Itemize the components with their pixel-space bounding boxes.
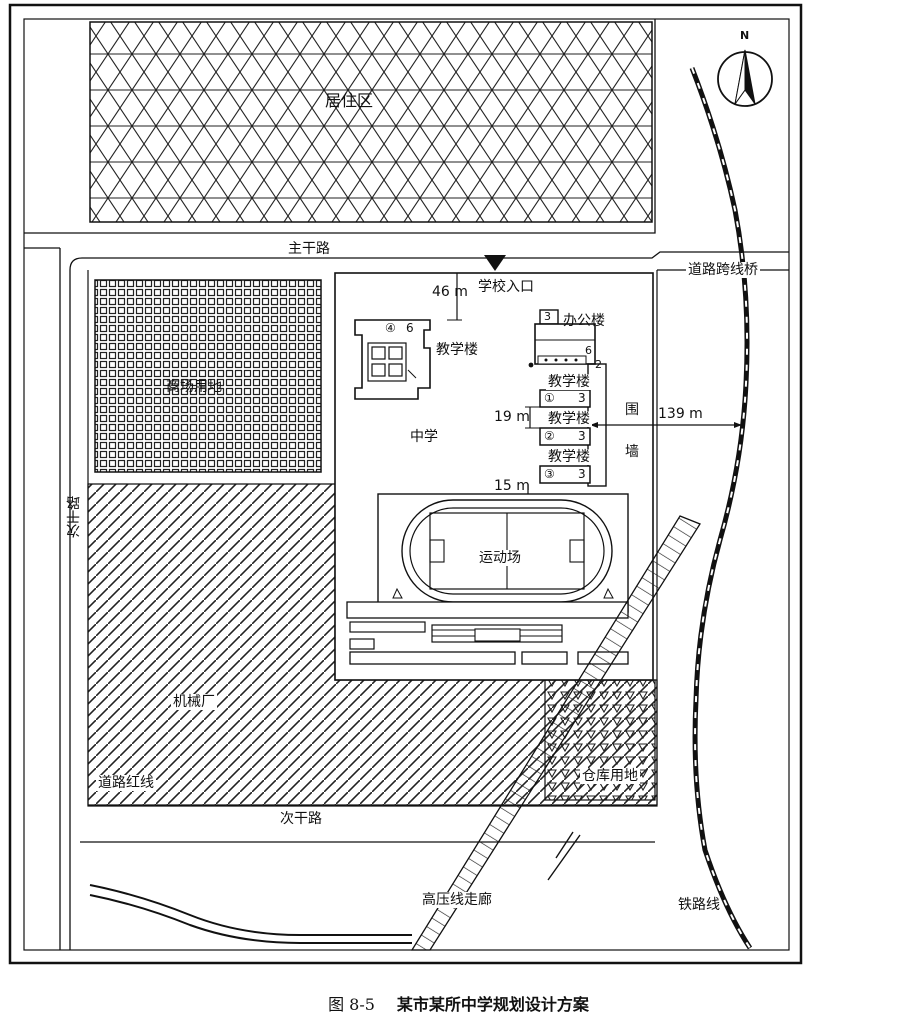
label-commercial: 商场用地 bbox=[166, 379, 222, 395]
main-road-south-edge bbox=[69, 251, 789, 950]
label-teaching-3: 教学楼 bbox=[546, 449, 592, 465]
label-school-entrance: 学校入口 bbox=[476, 279, 536, 295]
label-bridge: 道路跨线桥 bbox=[686, 262, 760, 278]
mark-row3-circle: ③ bbox=[544, 467, 555, 481]
label-middle-school: 中学 bbox=[410, 429, 438, 445]
label-main-road: 主干路 bbox=[288, 241, 330, 257]
main-road-north-edge bbox=[24, 19, 656, 234]
commercial-land bbox=[94, 279, 322, 473]
label-secondary-road-left: 次干路 bbox=[66, 496, 82, 538]
figure-caption: 图 8-5 某市某所中学规划设计方案 bbox=[0, 991, 917, 1015]
canal-bottom bbox=[89, 894, 412, 944]
label-office: 办公楼 bbox=[563, 313, 605, 329]
label-railway: 铁路线 bbox=[678, 897, 720, 913]
label-warehouse: 仓库用地 bbox=[580, 768, 640, 784]
label-factory: 机械厂 bbox=[171, 694, 217, 710]
label-north: N bbox=[740, 29, 750, 42]
mark-left-num: 6 bbox=[406, 321, 414, 335]
figure-number: 图 8-5 bbox=[328, 995, 375, 1014]
railway-line bbox=[689, 67, 753, 950]
map-frame bbox=[8, 3, 803, 965]
hv-corridor bbox=[410, 515, 701, 951]
mark-office-num: 3 bbox=[544, 310, 551, 323]
label-road-red-line: 道路红线 bbox=[96, 775, 156, 791]
label-wall-1: 围 bbox=[625, 402, 639, 418]
figure-title: 某市某所中学规划设计方案 bbox=[396, 995, 589, 1014]
mark-row2-circle: ② bbox=[544, 429, 555, 443]
mark-row2-num: 3 bbox=[578, 429, 586, 443]
mark-left-circle: ④ bbox=[385, 321, 396, 335]
label-teaching-2: 教学楼 bbox=[546, 411, 592, 427]
mark-small-num: 2 bbox=[595, 358, 602, 371]
label-teaching-1: 教学楼 bbox=[546, 374, 592, 390]
mark-row3-num: 3 bbox=[578, 467, 586, 481]
teaching-building-1 bbox=[539, 389, 591, 408]
label-hv-corridor: 高压线走廊 bbox=[420, 892, 494, 908]
teaching-building-3 bbox=[539, 465, 591, 484]
label-residential: 居住区 bbox=[325, 91, 374, 110]
label-dist-139: 139 m bbox=[658, 406, 703, 422]
mark-row1-num: 3 bbox=[578, 391, 586, 405]
mark-row1-circle: ① bbox=[544, 391, 555, 405]
label-secondary-road-bottom: 次干路 bbox=[280, 811, 322, 827]
label-dist-15: 15 m bbox=[494, 478, 530, 494]
label-teaching-left: 教学楼 bbox=[436, 342, 478, 358]
site-plan bbox=[8, 3, 803, 965]
entrance-marker bbox=[484, 255, 506, 271]
canal-top bbox=[89, 884, 412, 936]
mark-office-floor: 6 bbox=[585, 344, 592, 357]
label-dist-46: 46 m bbox=[432, 284, 468, 300]
residential-area bbox=[89, 21, 653, 223]
teaching-building-2 bbox=[539, 427, 591, 446]
label-dist-19: 19 m bbox=[494, 409, 530, 425]
red-line-frame bbox=[23, 18, 790, 951]
label-wall-2: 墙 bbox=[625, 444, 639, 460]
label-playground: 运动场 bbox=[477, 550, 523, 566]
